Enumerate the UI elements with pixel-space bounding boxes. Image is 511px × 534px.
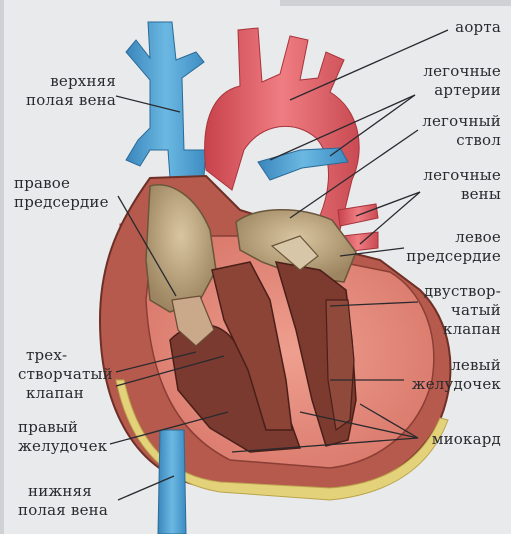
label-pulmonary-arteries-line1: легочные xyxy=(423,62,501,81)
label-bicuspid-line1: двуствор- xyxy=(424,282,501,301)
label-svc-line1: верхняя xyxy=(10,72,116,91)
label-superior-vena-cava: верхняя полая вена xyxy=(10,72,116,110)
label-myocardium: миокард xyxy=(432,430,501,449)
label-pulmonary-trunk-line1: легочный xyxy=(422,112,501,131)
label-tricuspid-line1: трех- xyxy=(18,346,113,365)
label-bicuspid-line3: клапан xyxy=(424,320,501,339)
label-left-ventricle-line2: желудочек xyxy=(412,375,501,394)
label-pulmonary-arteries-line2: артерии xyxy=(423,81,501,100)
label-pulmonary-arteries: легочные артерии xyxy=(423,62,501,100)
label-right-ventricle-line2: желудочек xyxy=(18,437,107,456)
label-pulmonary-trunk-line2: ствол xyxy=(422,131,501,150)
label-right-ventricle-line1: правый xyxy=(18,418,107,437)
label-ivc-line1: нижняя xyxy=(18,482,108,501)
label-right-atrium: правое предсердие xyxy=(14,174,109,212)
label-right-atrium-line1: правое xyxy=(14,174,109,193)
label-ivc-line2: полая вена xyxy=(18,501,108,520)
label-right-atrium-line2: предсердие xyxy=(14,193,109,212)
label-tricuspid-line3: клапан xyxy=(18,384,113,403)
label-right-ventricle: правый желудочек xyxy=(18,418,107,456)
inferior-vena-cava xyxy=(158,430,186,534)
label-aorta: аорта xyxy=(455,18,501,37)
leader-pulm-veins-a xyxy=(356,192,420,216)
label-pulmonary-veins-line1: легочные xyxy=(423,166,501,185)
label-left-atrium-line2: предсердие xyxy=(406,247,501,266)
label-inferior-vena-cava: нижняя полая вена xyxy=(18,482,108,520)
superior-vena-cava xyxy=(126,22,206,178)
label-bicuspid-line2: чатый xyxy=(424,301,501,320)
label-tricuspid-line2: створчатый xyxy=(18,365,113,384)
label-bicuspid-valve: двуствор- чатый клапан xyxy=(424,282,501,339)
label-svc-line2: полая вена xyxy=(10,91,116,110)
label-pulmonary-trunk: легочный ствол xyxy=(422,112,501,150)
label-left-ventricle-line1: левый xyxy=(412,356,501,375)
label-pulmonary-veins-line2: вены xyxy=(423,185,501,204)
label-pulmonary-veins: легочные вены xyxy=(423,166,501,204)
label-tricuspid-valve: трех- створчатый клапан xyxy=(18,346,113,403)
label-left-atrium-line1: левое xyxy=(406,228,501,247)
label-left-ventricle: левый желудочек xyxy=(412,356,501,394)
label-left-atrium: левое предсердие xyxy=(406,228,501,266)
